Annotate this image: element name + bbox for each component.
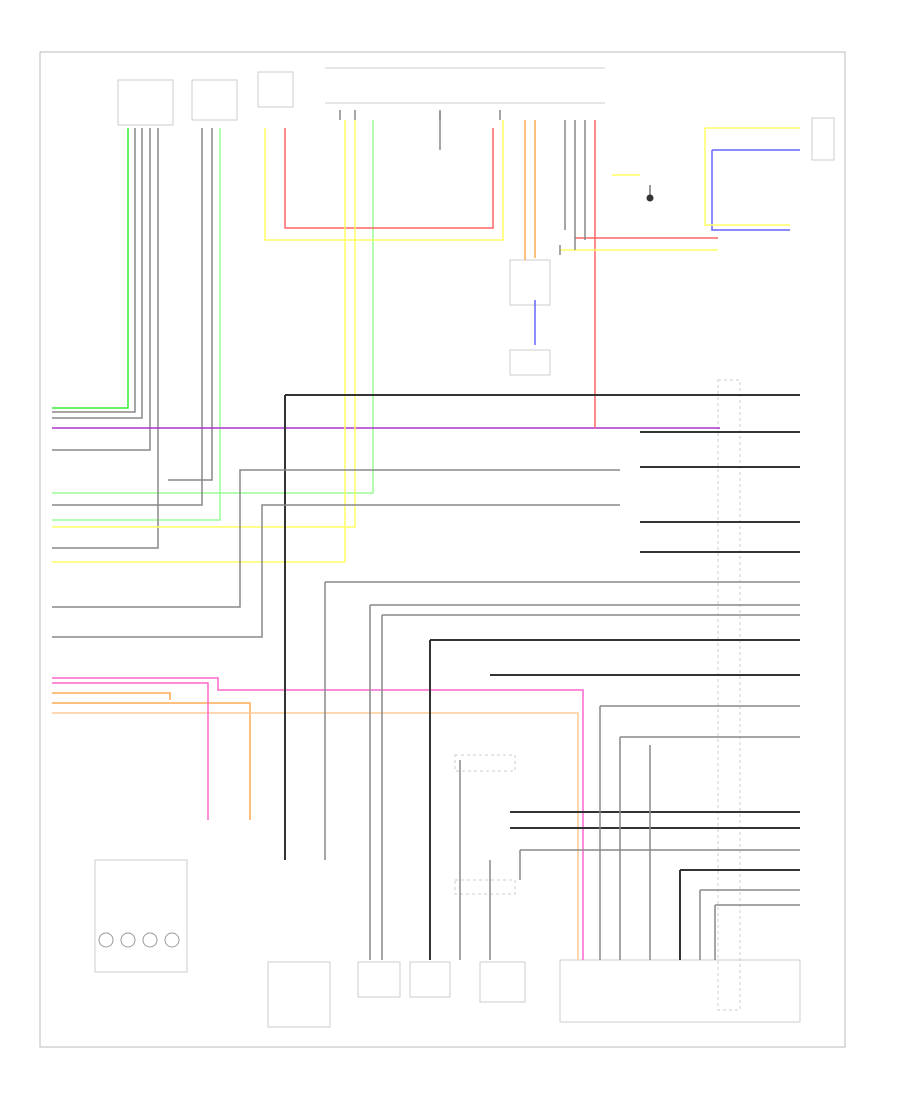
right-rear-connector-box bbox=[717, 379, 741, 1011]
light-green-wire bbox=[52, 128, 221, 521]
gray-wire bbox=[52, 128, 143, 419]
component-boxes bbox=[94, 67, 835, 1028]
right-rear-speaker-connector bbox=[811, 117, 835, 161]
blue-wire bbox=[711, 150, 790, 231]
fuse-socket bbox=[98, 932, 114, 948]
left-rear-speaker-box bbox=[357, 961, 401, 998]
fuse-socket bbox=[142, 932, 158, 948]
gray-wire bbox=[52, 128, 203, 506]
gray-wire bbox=[52, 504, 620, 638]
pink-wire bbox=[52, 677, 584, 960]
yellow-wire bbox=[52, 120, 356, 528]
left-rear-door-switch-box bbox=[509, 259, 551, 306]
pink-wire bbox=[52, 682, 209, 820]
navigation-unit-box bbox=[559, 959, 801, 1023]
ground-symbol bbox=[646, 185, 654, 202]
radio-connector bbox=[257, 71, 294, 108]
gray-wire bbox=[52, 128, 136, 413]
light-orange-wire bbox=[52, 712, 579, 960]
telephone-connector bbox=[191, 79, 238, 121]
diagram-border bbox=[39, 51, 846, 1048]
yellow-wire bbox=[52, 120, 346, 563]
fuse-socket bbox=[120, 932, 136, 948]
left-rear-wheel-speed-sensor bbox=[509, 349, 551, 376]
fuse-relay-box bbox=[94, 859, 188, 973]
green-wire bbox=[52, 128, 129, 409]
gray-wire bbox=[168, 128, 213, 481]
orange-wire bbox=[52, 692, 171, 700]
amplifier-box bbox=[409, 961, 451, 998]
gray-wire bbox=[52, 128, 159, 549]
sound-control-module bbox=[267, 961, 331, 1028]
instrument-cluster-connector bbox=[117, 79, 174, 126]
cd-changer-box bbox=[454, 754, 516, 772]
fuse-sockets bbox=[98, 932, 180, 948]
right-rear-speaker-box bbox=[479, 961, 526, 1003]
yellow-wire bbox=[704, 128, 790, 226]
orange-wire bbox=[52, 702, 251, 820]
antenna-box bbox=[454, 879, 516, 895]
fuse-socket bbox=[164, 932, 180, 948]
gray-wire bbox=[52, 128, 151, 451]
yellow-wire bbox=[264, 120, 504, 241]
red-wire bbox=[284, 128, 494, 229]
light-green-wire bbox=[52, 120, 374, 494]
wires-layer bbox=[52, 110, 800, 960]
gray-wire bbox=[52, 469, 620, 608]
